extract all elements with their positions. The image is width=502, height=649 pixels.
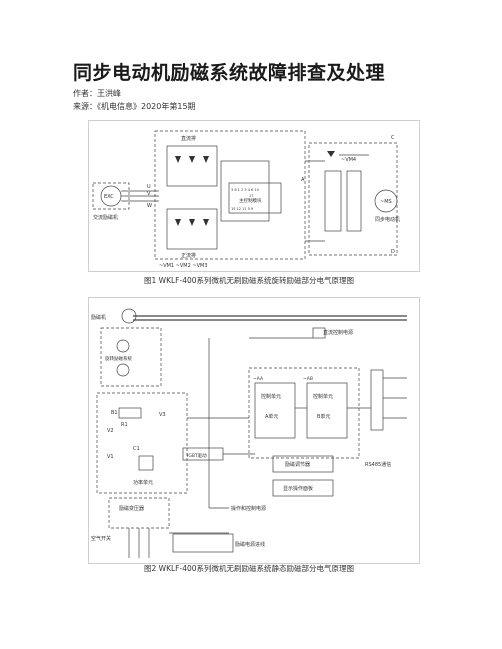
module-pins-mid: 17 (249, 194, 253, 198)
ms-circle (374, 189, 398, 213)
label-r1: R1 (121, 422, 128, 428)
label-air-switch: 空气开关 (91, 535, 111, 542)
module-label: 主控制模块 (239, 197, 262, 204)
figure-1: 直流排 正流排 EXC 交流励磁机 U V W 3 6 1 2 3 4 6 10… (88, 120, 420, 272)
figure-1-diagram: 直流排 正流排 EXC 交流励磁机 U V W 3 6 1 2 3 4 6 10… (92, 130, 400, 269)
exciter-symbol (121, 308, 137, 324)
main-control-module (228, 182, 282, 214)
label-vm4: ~VM4 (341, 157, 356, 163)
label-igbt: IGBT驱动 (187, 452, 207, 459)
label-b1: B1 (111, 410, 118, 416)
label-rotating-system: 旋转励磁系统 (105, 355, 132, 362)
module-pins-bottom: 15 12 11 5 9 (231, 207, 253, 211)
label-motor: 同步电动机 (375, 216, 400, 223)
label-ctrl-b: 控制单元 (313, 393, 333, 400)
display-panel-box (272, 479, 334, 497)
label-v1: V1 (107, 454, 114, 460)
label-ctrl-a: 控制单元 (261, 393, 281, 400)
label-regulator: 励磁调节器 (285, 461, 310, 468)
label-c1: C1 (133, 446, 140, 452)
control-unit-b (306, 382, 348, 439)
label-ab: ~AB (303, 376, 313, 382)
label-dc-control-power: 直流控制电源 (323, 329, 353, 336)
label-rs485: RS485通信 (365, 461, 391, 468)
label-ms: ~MS (380, 199, 392, 205)
label-exc-transformer: 励磁变压器 (119, 505, 144, 512)
label-v: V (147, 191, 151, 197)
source-line: 来源：《机电信息》2020年第15期 (73, 102, 196, 111)
module-pins-top: 3 6 1 2 3 4 6 10 (231, 188, 259, 192)
label-w: W (147, 203, 152, 209)
label-exc-power-line: 励磁电源进线 (235, 541, 265, 548)
control-unit-a (254, 382, 296, 439)
label-v3: V3 (159, 412, 166, 418)
rotating-frame (154, 130, 306, 260)
label-power-unit: 功率单元 (133, 479, 153, 486)
transformer-box (108, 497, 170, 529)
label-ops-power: 操作和控制电源 (231, 505, 266, 512)
label-bottom-bridge: 正流排 (181, 252, 196, 259)
figure-2-caption: 图2 WKLF-400系列微机无刷励磁系统静态励磁部分电气原理图 (144, 564, 355, 573)
label-d: D (391, 249, 395, 255)
label-exciter-machine: 励磁机 (91, 314, 106, 321)
label-a: A (301, 177, 305, 183)
label-vm: ~VM1 ~VM2 ~VM3 (159, 263, 208, 269)
rotating-system-box (100, 327, 162, 387)
label-unit-b: B单元 (317, 413, 330, 420)
label-aa: ~AA (253, 376, 264, 382)
figure-2-diagram: 励磁机 旋转励磁系统 直流控制电源 B1 R1 V2 V3 C1 V1 IGBT… (91, 308, 407, 558)
label-u: U (147, 184, 151, 190)
label-top-bridge: 直流排 (181, 135, 196, 142)
figure-2: 励磁机 旋转励磁系统 直流控制电源 B1 R1 V2 V3 C1 V1 IGBT… (88, 297, 420, 564)
label-v2: V2 (107, 428, 114, 434)
label-unit-a: A单元 (265, 413, 278, 420)
author-line: 作者：王洪峰 (73, 89, 121, 98)
power-unit-box (96, 392, 188, 494)
label-exc-machine: 交流励磁机 (93, 214, 118, 221)
exciter-box (92, 182, 130, 210)
figure-1-caption: 图1 WKLF-400系列微机无刷励磁系统旋转励磁部分电气原理图 (144, 276, 355, 285)
article-title: 同步电动机励磁系统故障排查及处理 (73, 62, 386, 84)
label-exc: EXC (104, 194, 114, 200)
label-display: 显示操作面板 (283, 485, 313, 492)
regulator-box (272, 455, 334, 473)
label-c: C (391, 135, 395, 141)
